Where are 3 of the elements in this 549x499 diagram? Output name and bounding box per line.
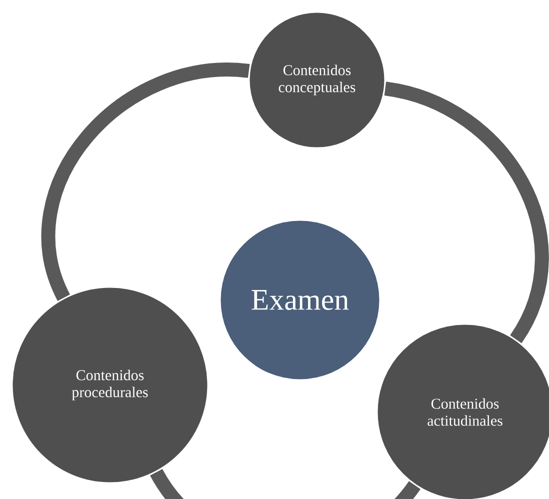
ring-segment bbox=[41, 62, 250, 300]
ring-segment bbox=[384, 82, 549, 343]
ring-segment bbox=[150, 468, 420, 499]
